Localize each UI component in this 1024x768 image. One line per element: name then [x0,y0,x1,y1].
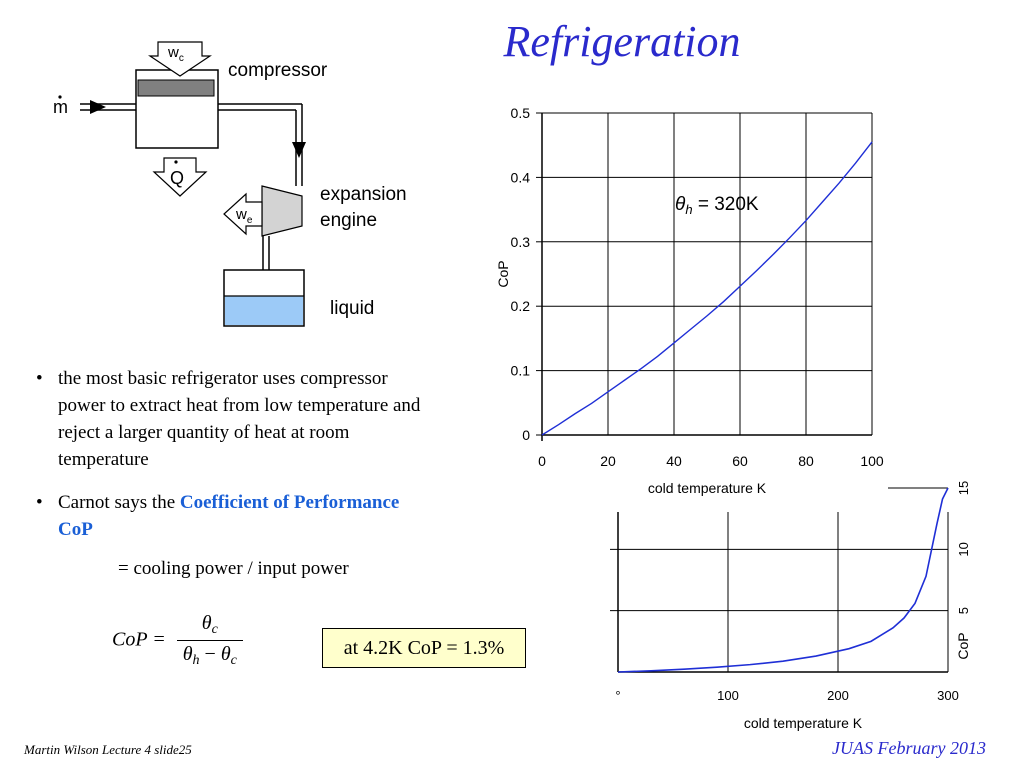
y-tick-label: 5 [956,607,971,614]
x-tick-label: 40 [666,453,682,469]
x-tick-label: 300 [937,688,959,703]
bullet-list: • the most basic refrigerator uses compr… [32,365,432,582]
y-tick-label: 0.4 [511,169,531,185]
expansion-label-line1: expansion [320,184,407,205]
y-tick-label: 15 [956,481,971,495]
liquid-label: liquid [330,298,374,319]
y-tick-label: 0.1 [511,363,531,379]
x-tick-label: 100 [860,453,884,469]
y-tick-label: 0.5 [511,105,531,121]
y-tick-label: 0.3 [511,234,531,250]
x-tick-label: 80 [798,453,814,469]
bullet-item: • the most basic refrigerator uses compr… [36,368,421,470]
y-axis-label: CoP [955,632,971,659]
formula-fraction: θc θh − θc [176,612,243,669]
flow-down-arrow-icon [292,142,306,158]
expansion-engine [261,185,303,237]
formula-denominator: θh − θc [182,643,237,669]
cop-curve [541,141,873,436]
y-tick-label: 0.2 [511,298,531,314]
work-expansion-arrow [223,192,263,236]
refrigeration-diagram: wc Q m we compressor expansion engine li… [53,41,407,327]
work-compressor-arrow [148,41,212,77]
cop-callout: at 4.2K CoP = 1.3% [322,628,526,668]
bullet-text: the most basic refrigerator uses compres… [58,368,421,470]
x-axis-label: cold temperature K [648,480,767,496]
work-expansion-label: we [235,206,253,226]
temperature-annotation: θh = 320K [675,194,759,217]
x-axis-label: cold temperature K [744,715,863,731]
x-tick-label: 100 [717,688,739,703]
slide-title: Refrigeration [503,17,741,66]
bullet-item: • Carnot says the Coefficient of Perform… [36,492,400,540]
cop-chart-full-range: ° 100 200 300 5 10 15 cold temperature K CoP [610,481,971,731]
work-compressor-label: wc [167,44,184,64]
footer-author: Martin Wilson Lecture 4 slide25 [24,742,192,757]
liquid-fill [225,296,303,325]
cop-highlight: Coefficient of Performance CoP [58,492,400,540]
expansion-label-line2: engine [320,210,377,231]
bullet-text: Carnot says the [58,492,180,513]
footer-event: JUAS February 2013 [832,738,986,758]
formula-numerator: θc [176,612,243,642]
formula-lhs: CoP = [112,628,166,651]
x-tick-label: 0 [538,453,546,469]
x-tick-label: 200 [827,688,849,703]
cop-formula: CoP = θc θh − θc [112,612,243,669]
x-tick-label: ° [615,688,620,703]
compressor-label: compressor [228,60,328,81]
x-tick-label: 60 [732,453,748,469]
y-tick-label: 0 [522,427,530,443]
y-axis-label: CoP [495,260,511,287]
heat-out-arrow [152,157,208,197]
compressor-piston [137,79,215,97]
cop-curve [617,487,949,673]
inlet-arrow-icon [90,100,106,114]
x-tick-label: 20 [600,453,616,469]
mass-flow-symbol: m [53,97,68,117]
y-tick-label: 10 [956,542,971,556]
cop-definition: = cooling power / input power [118,558,349,579]
heat-symbol: Q [170,168,184,188]
cop-chart-low-temp: 0 20 40 60 80 100 0 0.1 0.2 0.3 0.4 0.5 cold tempera… [495,105,884,496]
